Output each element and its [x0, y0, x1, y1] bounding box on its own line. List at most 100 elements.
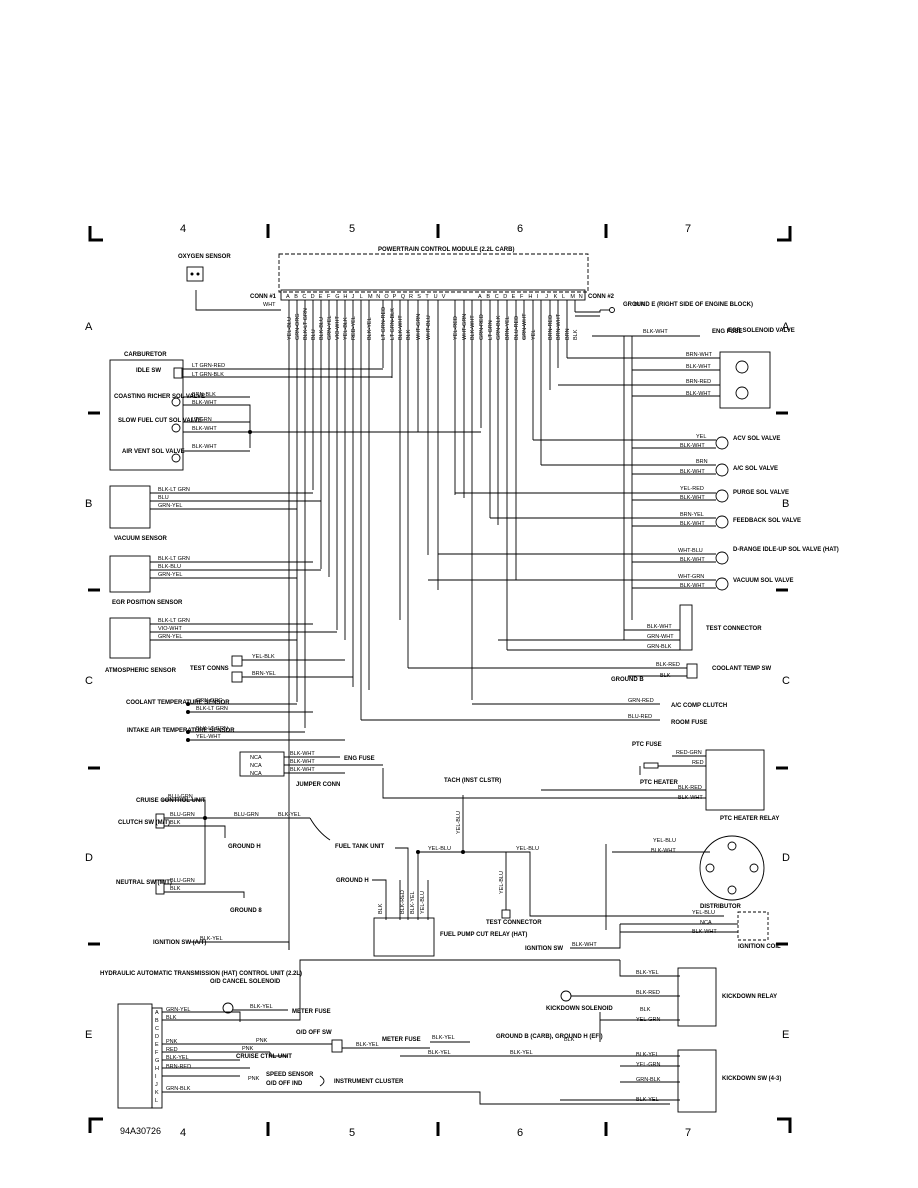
figure-id: 94A30726 [120, 1126, 161, 1136]
svg-text:YEL-BLU: YEL-BLU [516, 846, 539, 852]
hat-control-unit: HYDRAULIC AUTOMATIC TRANSMISSION (HAT) C… [100, 959, 670, 1109]
svg-text:BLK: BLK [166, 1015, 177, 1021]
cruise-ctrl-label: CRUISE CTRL UNIT [236, 1054, 292, 1060]
slow-fuel-label: SLOW FUEL CUT SOL VALVE [118, 418, 202, 424]
svg-text:BLK-YEL: BLK-YEL [278, 812, 301, 818]
svg-text:BLK: BLK [170, 886, 181, 892]
kickdown-sw-label: KICKDOWN SW (4-3) [722, 1076, 781, 1082]
col-label-6: 6 [517, 223, 523, 235]
svg-text:BLK-YEL: BLK-YEL [636, 970, 659, 976]
pcm-title: POWERTRAIN CONTROL MODULE (2.2L CARB) [378, 247, 514, 253]
conn2-pin: M [570, 294, 575, 300]
conn2-pin: F [520, 294, 524, 300]
svg-text:RED: RED [166, 1047, 178, 1053]
svg-text:YEL-BLK: YEL-BLK [252, 654, 275, 660]
conn1-pin: G [335, 294, 339, 300]
hat-pin: J [155, 1082, 158, 1088]
kickdown-relay: KICKDOWN SOLENOID BLK-YEL BLK-RED BLK YE… [546, 960, 777, 1042]
od-off-sw: O/D OFF SW PNK BLK-YEL METER FUSE BLK-YE… [256, 1030, 603, 1053]
col-label-4: 4 [180, 223, 186, 235]
hat-pin: D [155, 1034, 159, 1040]
svg-text:GRN-BLK: GRN-BLK [647, 644, 672, 650]
col-label-5: 5 [349, 223, 355, 235]
hat-pin: A [155, 1010, 159, 1016]
conn2-pin: K [554, 294, 558, 300]
svg-text:BLK-WHT: BLK-WHT [680, 583, 705, 589]
svg-text:BLK-LT GRN: BLK-LT GRN [158, 487, 190, 493]
svg-text:BLK-WHT: BLK-WHT [692, 929, 717, 935]
ignition-sw-at: IGNITION SW (A/T) BLK-YEL [153, 936, 290, 950]
svg-text:YEL-RED: YEL-RED [680, 486, 704, 492]
ac-comp-clutch: GRN-RED A/C COMP CLUTCH [472, 698, 727, 709]
svg-text:BLK-LT GRN: BLK-LT GRN [158, 556, 190, 562]
kickdown-sw: BLK-YEL YEL-GRN GRN-BLK BLK-YEL KICKDOWN… [560, 1049, 781, 1113]
feedback-label: FEEDBACK SOL VALVE [733, 518, 801, 524]
svg-text:BRN-RED: BRN-RED [686, 379, 711, 385]
svg-text:PNK: PNK [166, 1039, 178, 1045]
svg-text:YEL-BLU: YEL-BLU [420, 891, 426, 914]
svg-text:BLK-RED: BLK-RED [656, 662, 680, 668]
purge-valve: YEL-RED BLK-WHT PURGE SOL VALVE [455, 486, 789, 503]
svg-text:NCA: NCA [700, 920, 712, 926]
ground-8-label: GROUND 8 [230, 908, 262, 914]
svg-text:YEL-BLU: YEL-BLU [456, 811, 462, 834]
svg-text:BLK-WHT: BLK-WHT [686, 391, 711, 397]
neutral-sw-label: NEUTRAL SW (M/T) [116, 880, 172, 886]
fuel-tank-unit: FUEL TANK UNIT [335, 844, 409, 920]
test-connector: TEST CONNECTOR BLK-WHT GRN-WHT GRN-BLK [498, 604, 762, 651]
svg-text:NCA: NCA [250, 771, 262, 777]
purge-label: PURGE SOL VALVE [733, 490, 789, 496]
conn1-pin: O [384, 294, 389, 300]
jumper-conn: NCA NCA NCA BLK-WHT BLK-WHT BLK-WHT ENG … [239, 751, 383, 788]
conn1-pin: N [376, 294, 380, 300]
conn2-pin: E [512, 294, 516, 300]
svg-text:GRN-YEL: GRN-YEL [158, 503, 182, 509]
svg-text:YEL-BLU: YEL-BLU [653, 838, 676, 844]
atmospheric-sensor: ATMOSPHERIC SENSOR BLK-LT GRN VIO-WHT GR… [105, 617, 337, 674]
hat-pin: B [155, 1018, 159, 1024]
conn1-wire-label: LT GRN-RED [381, 307, 387, 340]
conn1-pin: H [343, 294, 347, 300]
svg-text:VIO-WHT: VIO-WHT [158, 626, 182, 632]
conn1-pin: J [352, 294, 355, 300]
kickdown-relay-label: KICKDOWN RELAY [722, 994, 777, 1000]
conn2-wire-label: GRN-BLK [496, 315, 502, 340]
svg-text:BLU-RED: BLU-RED [628, 714, 652, 720]
ignition-sw-label: IGNITION SW [525, 946, 563, 952]
row-label-a: A [85, 321, 93, 333]
svg-text:BRN-RED: BRN-RED [166, 1064, 191, 1070]
svg-text:BLK: BLK [564, 1037, 575, 1043]
svg-text:YEL-BLU: YEL-BLU [692, 910, 715, 916]
fuel-tank-label: FUEL TANK UNIT [335, 844, 384, 850]
conn1-pin: E [319, 294, 323, 300]
conn1-wire-label: BLK [406, 329, 412, 340]
tach: TACH (INST CLSTR) YEL-BLU [444, 778, 501, 852]
svg-text:YEL-GRN: YEL-GRN [636, 1017, 660, 1023]
svg-text:BLK-YEL: BLK-YEL [428, 1050, 451, 1056]
svg-text:BLK-RED: BLK-RED [636, 990, 660, 996]
svg-text:BLK-WHT: BLK-WHT [686, 364, 711, 370]
distributor: DISTRIBUTOR YEL-BLU YEL-BLU YEL-BLU BLK-… [416, 835, 765, 930]
conn1-wire-label: LT GRN-BLK [390, 308, 396, 340]
conn1-pin: A [286, 294, 290, 300]
svg-text:BLK-WHT: BLK-WHT [680, 557, 705, 563]
d-range-valve: WHT-BLU BLK-WHT D-RANGE IDLE-UP SOL VALV… [438, 547, 839, 565]
hat-pin: L [155, 1098, 158, 1104]
row-label-a-right: A [782, 321, 790, 333]
hat-pin: G [155, 1058, 159, 1064]
conn1-label: CONN #1 [250, 294, 277, 300]
svg-text:BRN: BRN [696, 459, 708, 465]
conn1-wire-label: BLU [311, 329, 317, 340]
hat-unit-label: HYDRAULIC AUTOMATIC TRANSMISSION (HAT) C… [100, 971, 302, 977]
svg-text:BLK-WHT: BLK-WHT [192, 426, 217, 432]
conn1-pin: U [434, 294, 438, 300]
row-label-c: C [85, 675, 93, 687]
intake-air-label: INTAKE AIR TEMPERATURE SENSOR [127, 728, 235, 734]
row-label-d: D [85, 852, 93, 864]
svg-text:GRN-RED: GRN-RED [628, 698, 654, 704]
vacuum-sol-label: VACUUM SOL VALVE [733, 578, 794, 584]
svg-text:BLU-GRN: BLU-GRN [170, 812, 195, 818]
svg-text:WHT-GRN: WHT-GRN [678, 574, 704, 580]
conn2-pin: D [503, 294, 507, 300]
